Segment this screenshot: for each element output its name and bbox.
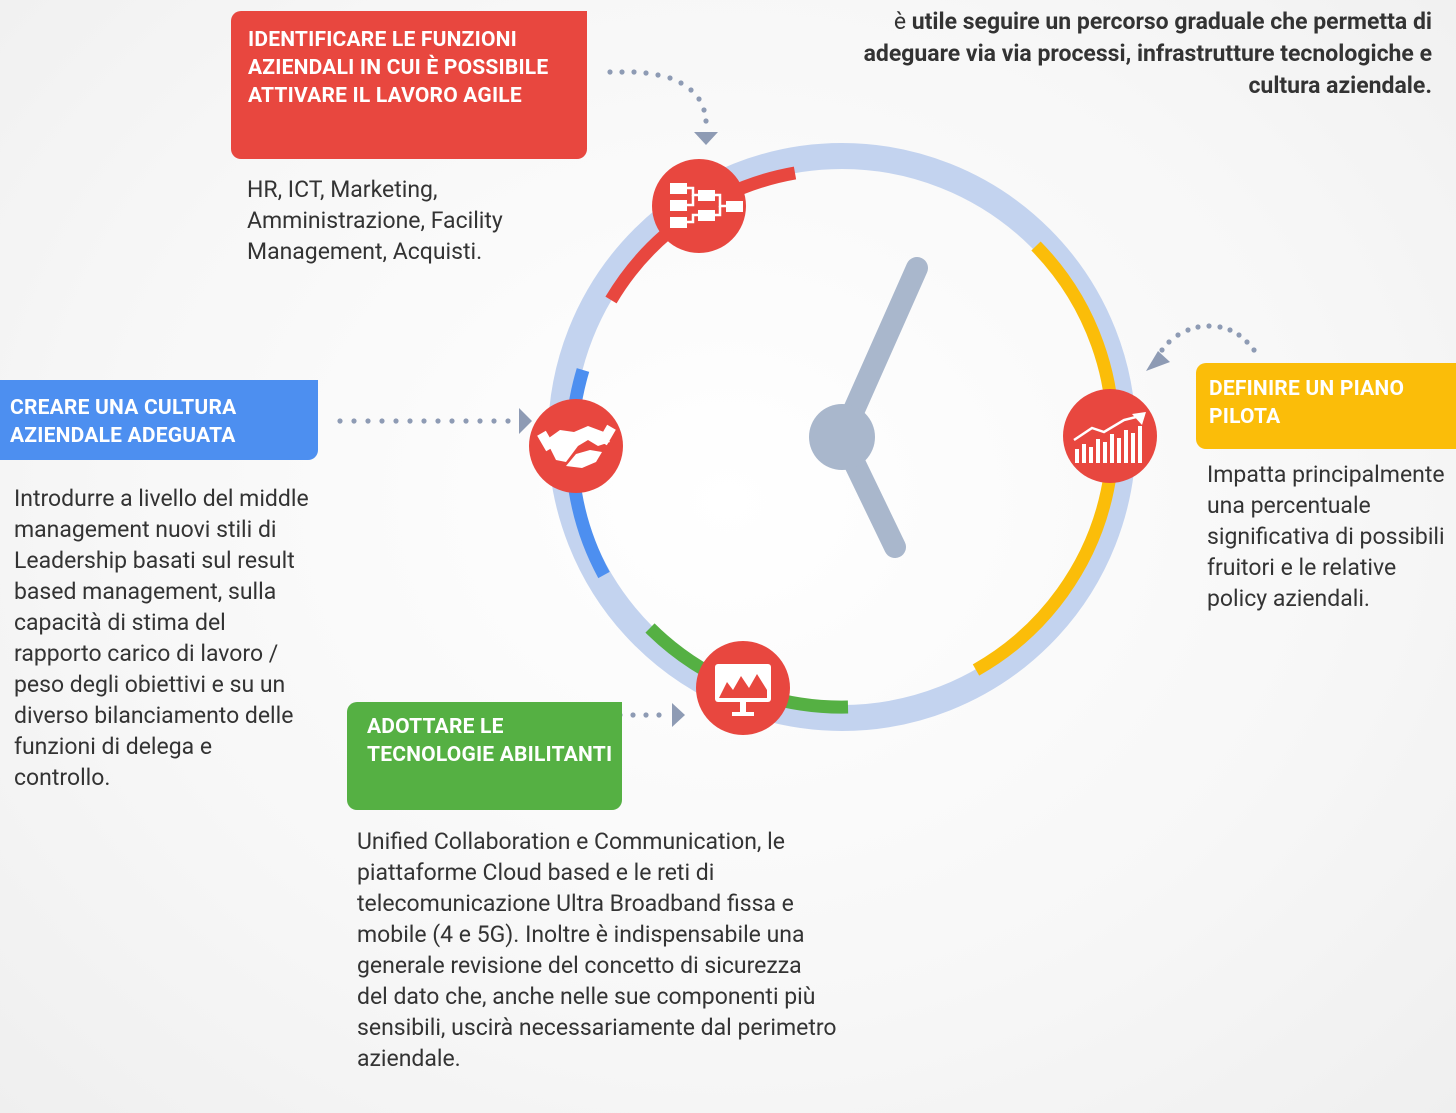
intro-text: è utile seguire un percorso graduale che… xyxy=(812,6,1432,102)
connector-red xyxy=(607,69,718,145)
step-label-pilot: DEFINIRE UN PIANO PILOTA xyxy=(1196,363,1456,449)
step-desc-culture: Introdurre a livello del middle manageme… xyxy=(14,485,309,791)
step-label-identify-text: IDENTIFICARE LE FUNZIONI AZIENDALI IN CU… xyxy=(248,28,549,108)
org-chart-icon xyxy=(652,159,746,253)
handshake-icon xyxy=(529,399,623,493)
step-desc-identify: HR, ICT, Marketing, Amministrazione, Fac… xyxy=(247,176,503,265)
step-label-culture: CREARE UNA CULTURA AZIENDALE ADEGUATA xyxy=(0,380,318,460)
connector-blue xyxy=(337,408,532,434)
step-label-tech: ADOTTARE LE TECNOLOGIE ABILITANTI xyxy=(347,702,622,810)
intro-prefix: è xyxy=(893,8,907,35)
step-label-pilot-text: DEFINIRE UN PIANO PILOTA xyxy=(1209,377,1405,429)
step-label-culture-text: CREARE UNA CULTURA AZIENDALE ADEGUATA xyxy=(10,396,237,448)
growth-chart-icon xyxy=(1063,389,1157,483)
clock-center xyxy=(809,404,875,470)
connector-yellow xyxy=(1146,323,1257,371)
monitor-icon xyxy=(696,641,790,735)
step-desc-tech: Unified Collaboration e Communication, l… xyxy=(357,828,837,1072)
step-label-tech-text: ADOTTARE LE TECNOLOGIE ABILITANTI xyxy=(367,715,613,767)
step-label-identify: IDENTIFICARE LE FUNZIONI AZIENDALI IN CU… xyxy=(231,11,587,159)
intro-bold: utile seguire un percorso graduale che p… xyxy=(863,8,1432,99)
step-desc-pilot: Impatta principalmente una percentuale s… xyxy=(1207,461,1445,612)
